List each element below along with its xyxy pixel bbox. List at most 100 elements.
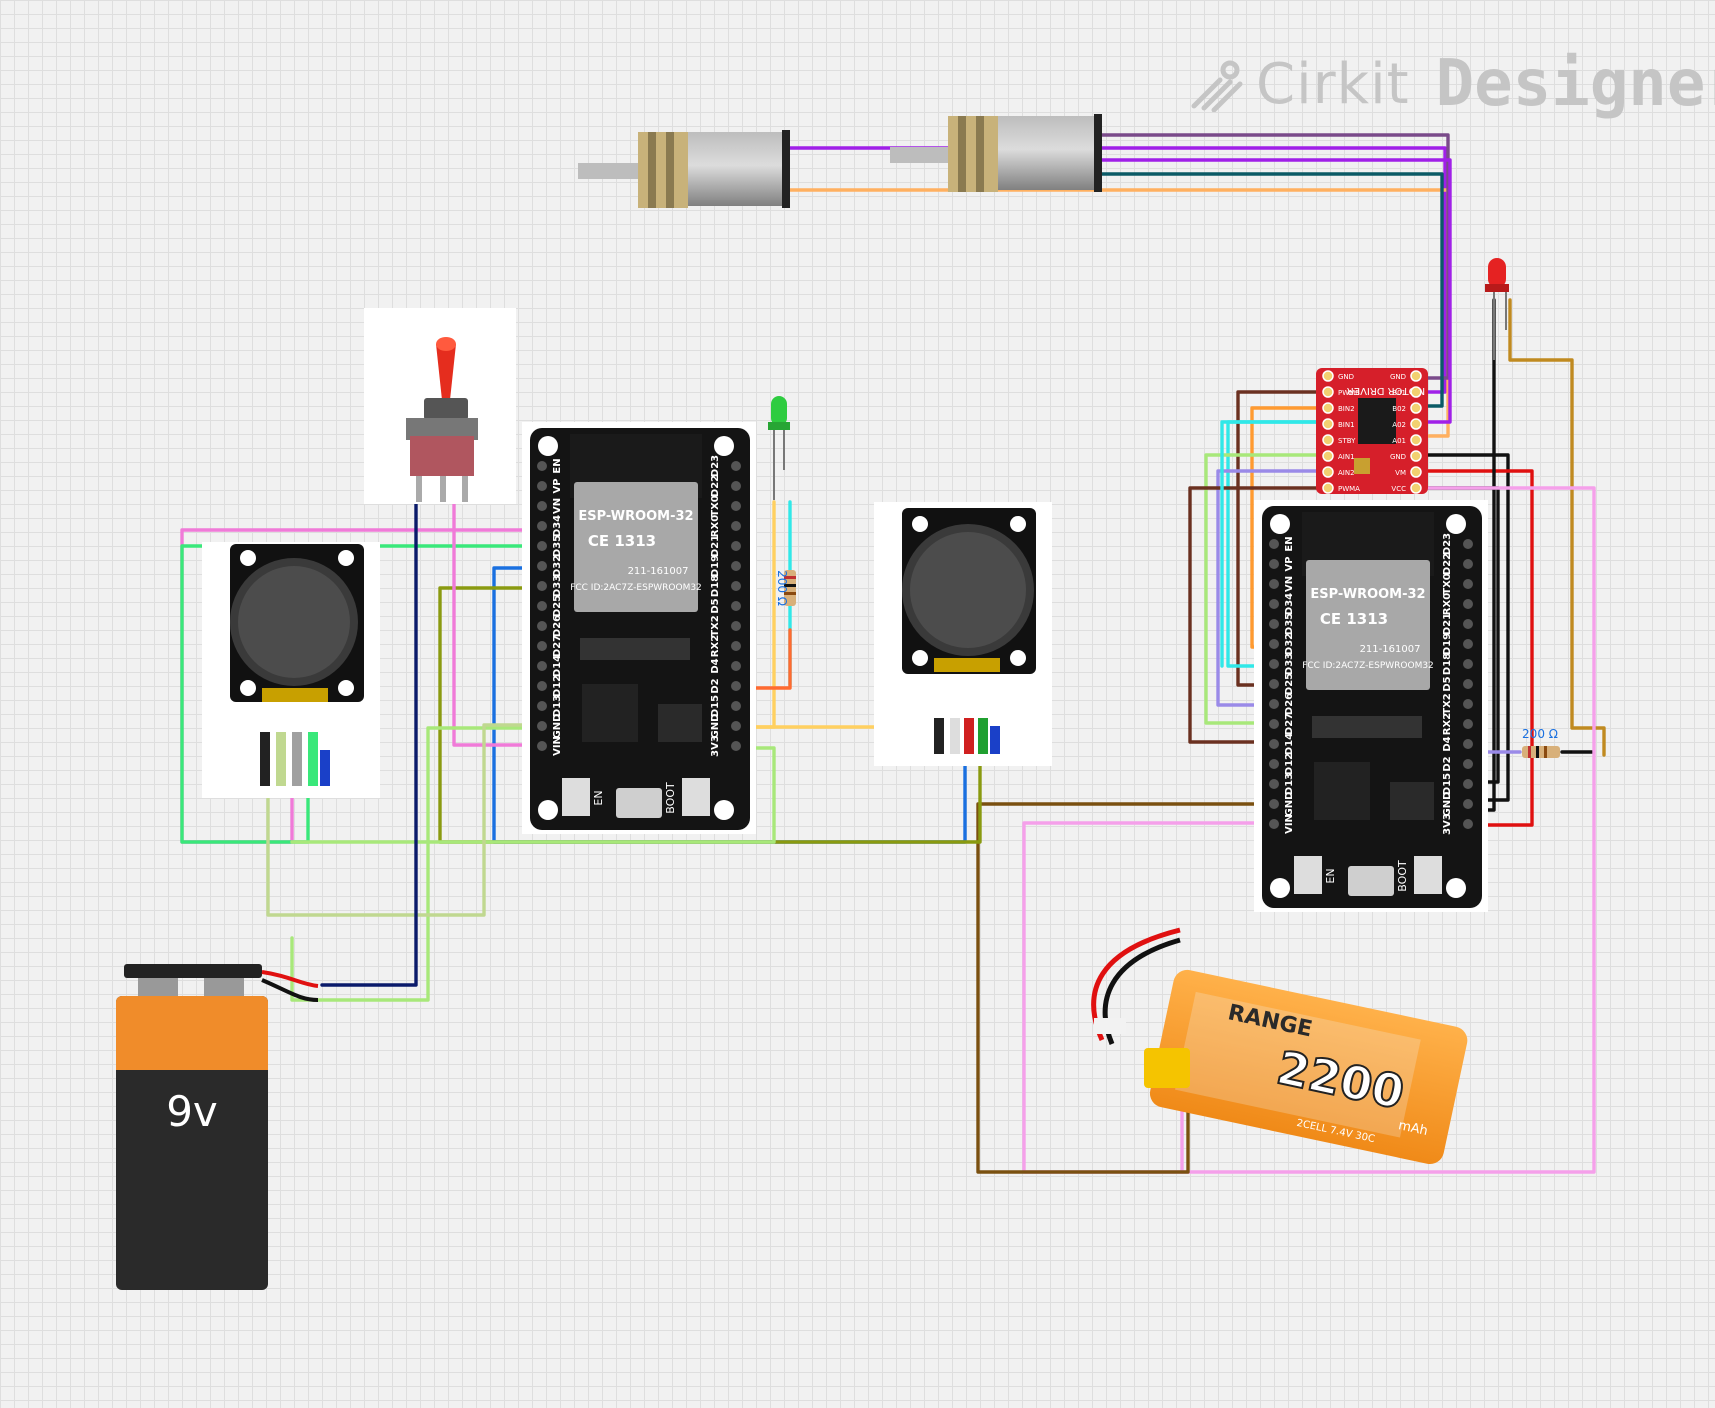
wire[interactable]	[788, 146, 1447, 394]
esp-pin[interactable]	[1269, 739, 1279, 749]
esp-pin[interactable]	[731, 601, 741, 611]
esp-pin[interactable]	[1463, 579, 1473, 589]
esp-pin[interactable]	[1463, 759, 1473, 769]
esp-pin[interactable]	[537, 701, 547, 711]
driver-pin[interactable]	[1410, 370, 1422, 382]
esp-pin[interactable]	[1269, 799, 1279, 809]
esp-pin[interactable]	[731, 561, 741, 571]
esp-pin[interactable]	[1269, 579, 1279, 589]
esp-pin[interactable]	[1463, 739, 1473, 749]
driver-pin[interactable]	[1410, 450, 1422, 462]
driver-pin[interactable]	[1322, 482, 1334, 494]
battery-9v[interactable]: 9v	[116, 964, 319, 1290]
esp-pin[interactable]	[537, 601, 547, 611]
driver-pin[interactable]	[1322, 370, 1334, 382]
esp-pin[interactable]	[1269, 539, 1279, 549]
esp-pin[interactable]	[537, 521, 547, 531]
esp-pin[interactable]	[1463, 719, 1473, 729]
esp-pin[interactable]	[1269, 679, 1279, 689]
esp-pin[interactable]	[537, 481, 547, 491]
esp-pin[interactable]	[1463, 619, 1473, 629]
esp-pin[interactable]	[1463, 659, 1473, 669]
esp-pin[interactable]	[1463, 559, 1473, 569]
wire[interactable]	[1100, 158, 1452, 424]
esp-pin[interactable]	[1269, 639, 1279, 649]
esp-pin[interactable]	[1463, 599, 1473, 609]
esp-pin[interactable]	[1463, 639, 1473, 649]
esp-pin[interactable]	[537, 461, 547, 471]
esp-pin[interactable]	[1463, 539, 1473, 549]
driver-pin[interactable]	[1322, 402, 1334, 414]
esp32-board-right[interactable]: ESP-WROOM-32 CE 1313 211-161007 FCC ID:2…	[1254, 500, 1488, 912]
wire[interactable]	[452, 501, 542, 747]
driver-pin[interactable]	[1410, 466, 1422, 478]
driver-pin[interactable]	[1322, 418, 1334, 430]
wire[interactable]	[1216, 469, 1330, 707]
esp-pin[interactable]	[537, 641, 547, 651]
esp-pin[interactable]	[537, 721, 547, 731]
esp-pin[interactable]	[537, 661, 547, 671]
esp-pin[interactable]	[537, 581, 547, 591]
driver-pin[interactable]	[1322, 466, 1334, 478]
esp-pin[interactable]	[731, 461, 741, 471]
esp-pin[interactable]	[731, 661, 741, 671]
esp-pin[interactable]	[1269, 819, 1279, 829]
joystick-left[interactable]	[202, 542, 380, 798]
esp-pin[interactable]	[731, 541, 741, 551]
esp-pin[interactable]	[1269, 619, 1279, 629]
esp-pin[interactable]	[731, 621, 741, 631]
esp-pin[interactable]	[537, 621, 547, 631]
esp-pin[interactable]	[731, 641, 741, 651]
esp-pin[interactable]	[1269, 559, 1279, 569]
wire[interactable]	[1188, 486, 1330, 744]
wire[interactable]	[1100, 172, 1444, 408]
esp-pin[interactable]	[731, 741, 741, 751]
dc-motor-right[interactable]	[890, 114, 1102, 192]
led-red[interactable]	[1485, 258, 1509, 360]
esp-pin[interactable]	[731, 721, 741, 731]
wire[interactable]	[1508, 298, 1606, 757]
esp-pin[interactable]	[537, 741, 547, 751]
esp-pin[interactable]	[1269, 759, 1279, 769]
wire[interactable]	[976, 802, 1274, 1174]
driver-pin[interactable]	[1410, 418, 1422, 430]
wire[interactable]	[1220, 420, 1330, 668]
esp-pin[interactable]	[1269, 659, 1279, 669]
esp-pin[interactable]	[1463, 779, 1473, 789]
esp-pin[interactable]	[1463, 679, 1473, 689]
wire[interactable]	[1180, 486, 1596, 1174]
esp-pin[interactable]	[731, 501, 741, 511]
esp-pin[interactable]	[731, 701, 741, 711]
wire[interactable]	[1416, 469, 1534, 827]
driver-pin[interactable]	[1322, 434, 1334, 446]
wire[interactable]	[1100, 133, 1450, 380]
esp-pin[interactable]	[731, 521, 741, 531]
driver-pin[interactable]	[1410, 434, 1422, 446]
resistor-right[interactable]: 200 Ω	[1522, 727, 1560, 758]
driver-pin[interactable]	[1322, 386, 1334, 398]
esp-pin[interactable]	[1269, 699, 1279, 709]
wire[interactable]	[266, 723, 542, 917]
esp-pin[interactable]	[1463, 819, 1473, 829]
esp-pin[interactable]	[537, 501, 547, 511]
esp-pin[interactable]	[731, 481, 741, 491]
resistor-left[interactable]: 200 Ω	[775, 570, 796, 606]
esp-pin[interactable]	[731, 581, 741, 591]
driver-pin[interactable]	[1410, 482, 1422, 494]
esp-pin[interactable]	[1269, 779, 1279, 789]
driver-pin[interactable]	[1410, 386, 1422, 398]
joystick-right[interactable]	[874, 502, 1052, 766]
esp-pin[interactable]	[731, 681, 741, 691]
esp-pin[interactable]	[1463, 799, 1473, 809]
esp32-board-left[interactable]: ESP-WROOM-32 CE 1313 211-161007 FCC ID:2…	[522, 422, 756, 834]
esp-pin[interactable]	[537, 561, 547, 571]
esp-pin[interactable]	[537, 681, 547, 691]
motor-driver[interactable]: MOTOR DRIVER GNDPWMBBIN2BIN1STBYAIN1AIN2…	[1316, 368, 1428, 494]
esp-pin[interactable]	[1463, 699, 1473, 709]
wire[interactable]	[1204, 453, 1330, 725]
lipo-battery[interactable]: RANGE 2200 mAh 2CELL 7.4V 30C	[1091, 927, 1470, 1167]
driver-pin[interactable]	[1410, 402, 1422, 414]
driver-pin[interactable]	[1322, 450, 1334, 462]
esp-pin[interactable]	[537, 541, 547, 551]
esp-pin[interactable]	[1269, 719, 1279, 729]
